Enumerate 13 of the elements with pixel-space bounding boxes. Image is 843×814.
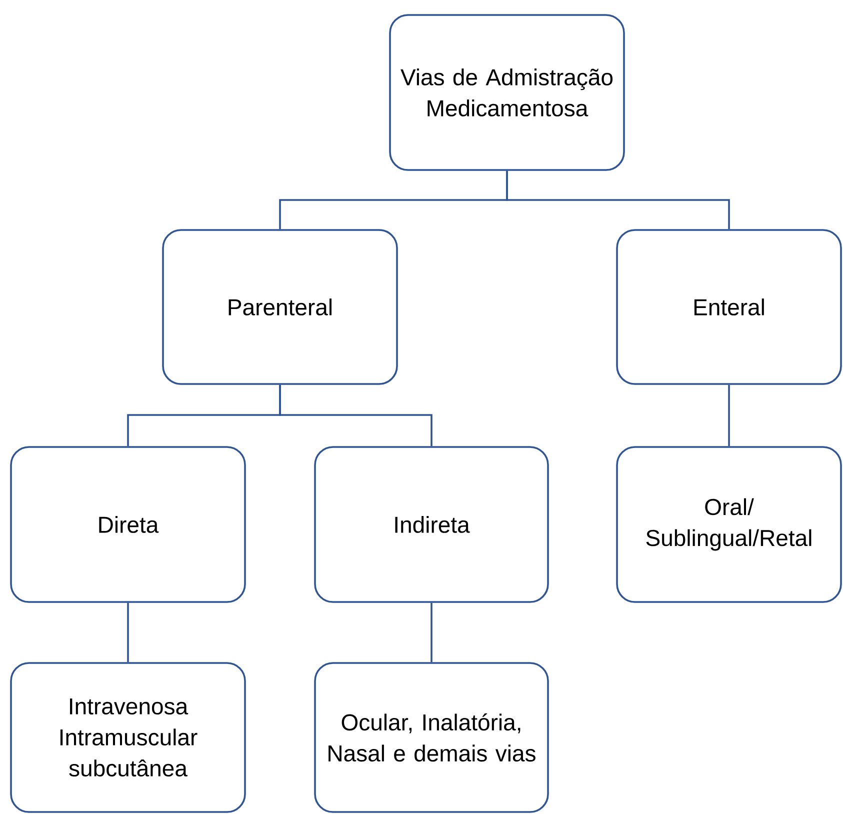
process-box: Ocular, Inalatória, Nasal e demais vias	[314, 662, 549, 813]
process-box: Direta	[10, 446, 246, 603]
connector-line	[279, 384, 432, 446]
process-box: Indireta	[314, 446, 549, 603]
connector-line	[430, 602, 432, 662]
connector-line	[728, 384, 730, 446]
connector-line	[127, 602, 129, 662]
process-box: Oral/ Sublingual/Retal	[616, 446, 842, 603]
process-box: Enteral	[616, 229, 842, 385]
process-box: Vias de Admistração Medicamentosa	[389, 14, 625, 171]
connector-line	[506, 170, 730, 230]
process-box: Parenteral	[162, 229, 398, 385]
process-box: Intravenosa Intramuscular subcutânea	[10, 662, 246, 813]
